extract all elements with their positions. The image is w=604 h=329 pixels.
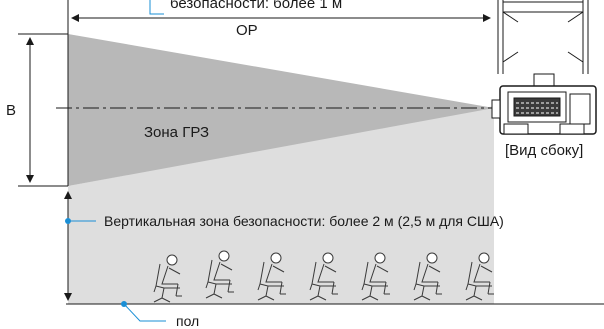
height-label: B [6,102,17,119]
top-safety-label: безопасности: более 1 м [170,0,343,12]
vertical-safety-area [68,106,494,304]
floor-leader [123,303,166,322]
projection-beam [68,34,494,186]
vertical-zone-label: Вертикальная зона безопасности: более 2 … [104,213,504,229]
side-view-label: [Вид сбоку] [505,142,584,159]
projector-side-view-icon [491,0,597,135]
vertical-zone-marker [65,218,71,224]
zone-label: Зона ГРЗ [144,124,210,141]
top-safety-leader [149,0,164,15]
distance-label: OP [236,22,258,39]
floor-label: пол [176,313,200,329]
